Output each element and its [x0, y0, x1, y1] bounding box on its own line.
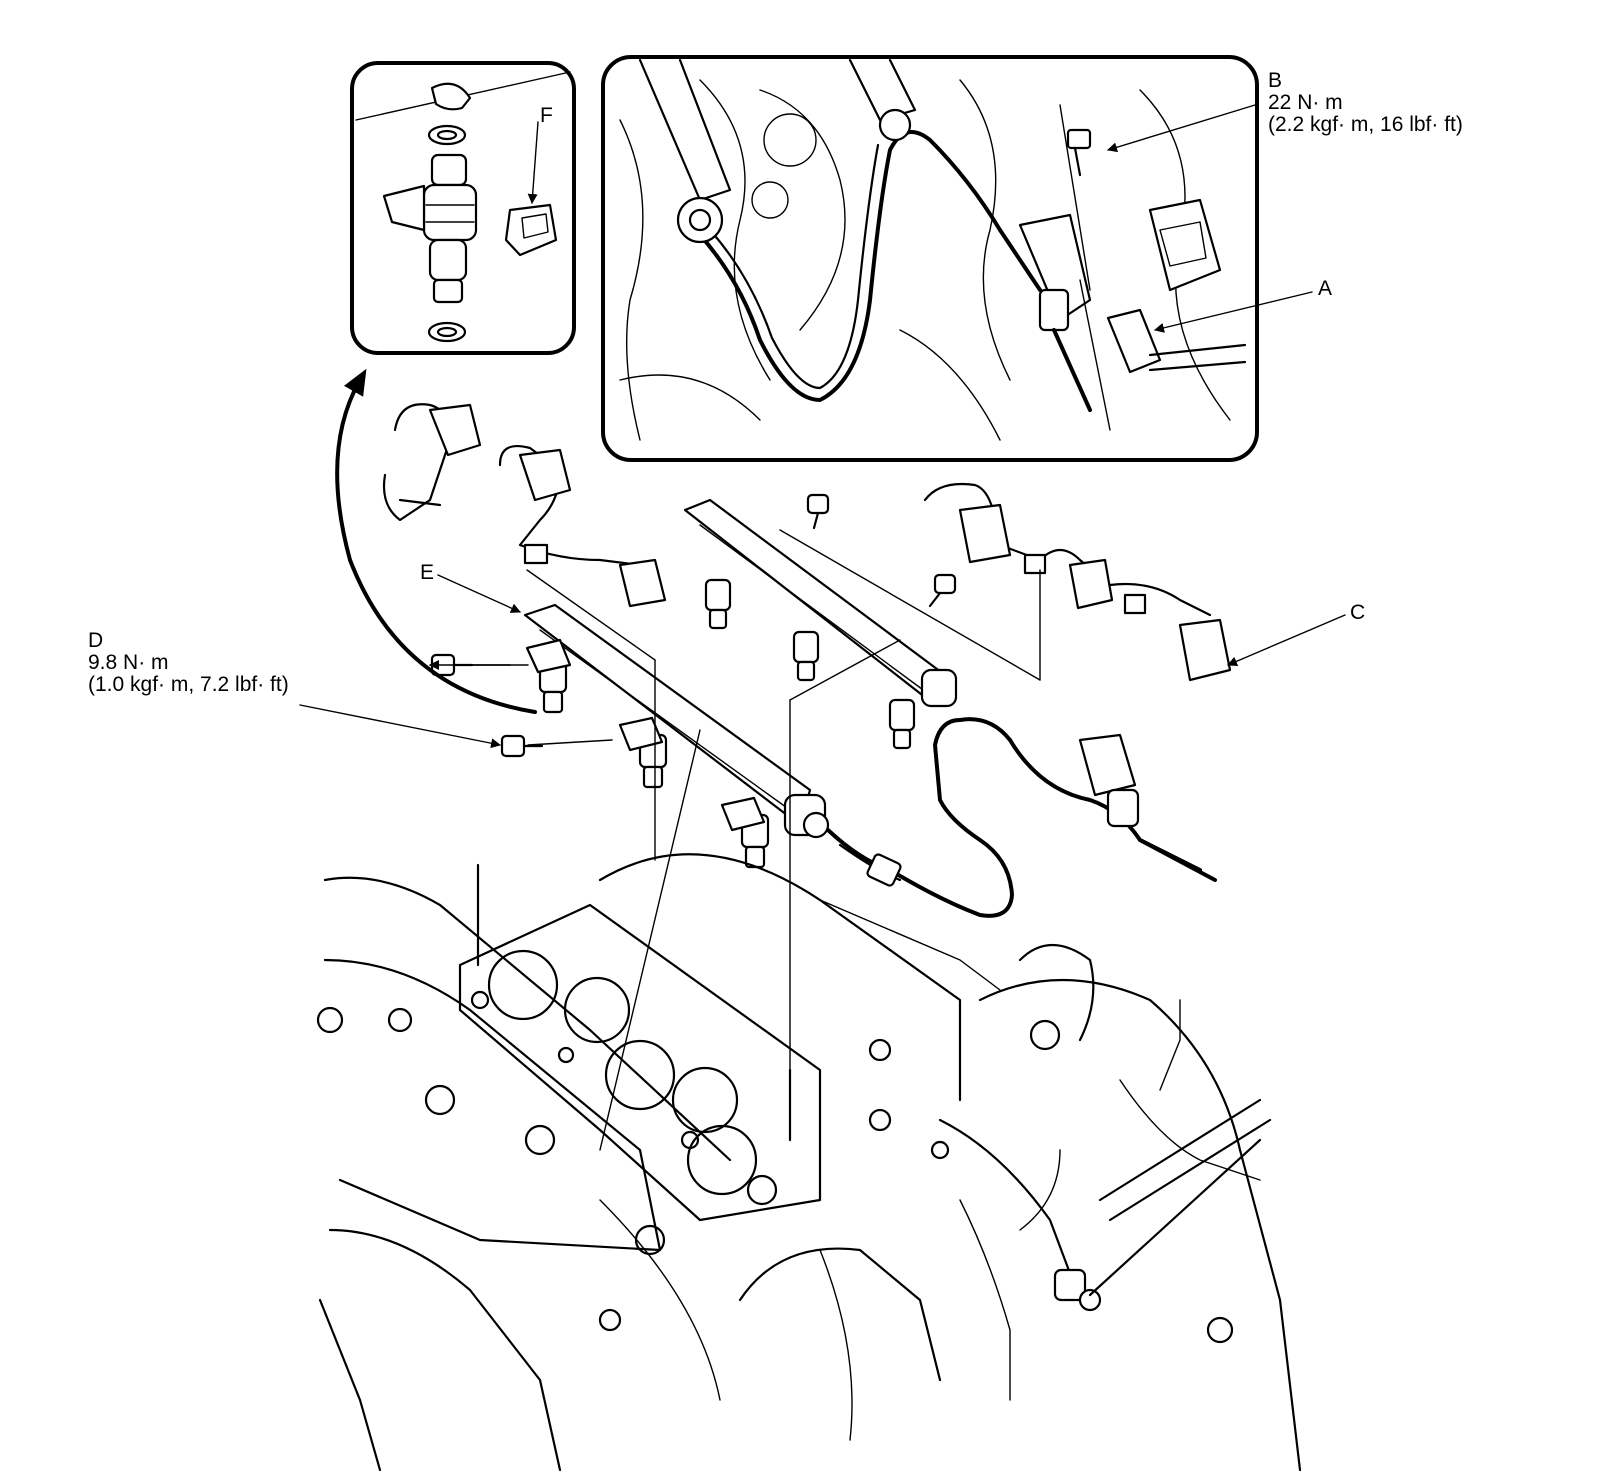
detail-curved-arrow	[335, 368, 537, 714]
label-b: B 22 N· m (2.2 kgf· m, 16 lbf· ft)	[1268, 70, 1463, 136]
inset-injector-detail	[350, 61, 576, 355]
label-d-torque-imperial: (1.0 kgf· m, 7.2 lbf· ft)	[88, 673, 289, 696]
label-d-torque-nm: 9.8 N· m	[88, 651, 169, 674]
bolt-b	[1066, 128, 1092, 177]
label-f: F	[540, 104, 553, 127]
intake-manifold	[316, 853, 1302, 1472]
label-a: A	[1318, 277, 1333, 300]
inset-fuel-line-detail	[601, 55, 1259, 462]
label-c: C	[1350, 601, 1366, 624]
injector-clip	[504, 203, 558, 257]
label-e: E	[420, 561, 435, 584]
injectors-rear	[704, 578, 916, 750]
connector-c	[1178, 618, 1232, 682]
label-d-letter: D	[88, 629, 104, 652]
fuel-injector	[382, 82, 478, 343]
label-b-torque-imperial: (2.2 kgf· m, 16 lbf· ft)	[1268, 113, 1463, 136]
fuel-rail-assembly	[382, 403, 1232, 1151]
injectors-front	[525, 638, 770, 869]
callout-leaders	[299, 104, 1346, 749]
label-b-letter: B	[1268, 69, 1283, 92]
fuel-rail-e	[523, 603, 812, 827]
label-b-torque-nm: 22 N· m	[1268, 91, 1343, 114]
connector-a	[1106, 308, 1162, 374]
label-d: D 9.8 N· m (1.0 kgf· m, 7.2 lbf· ft)	[88, 630, 289, 696]
